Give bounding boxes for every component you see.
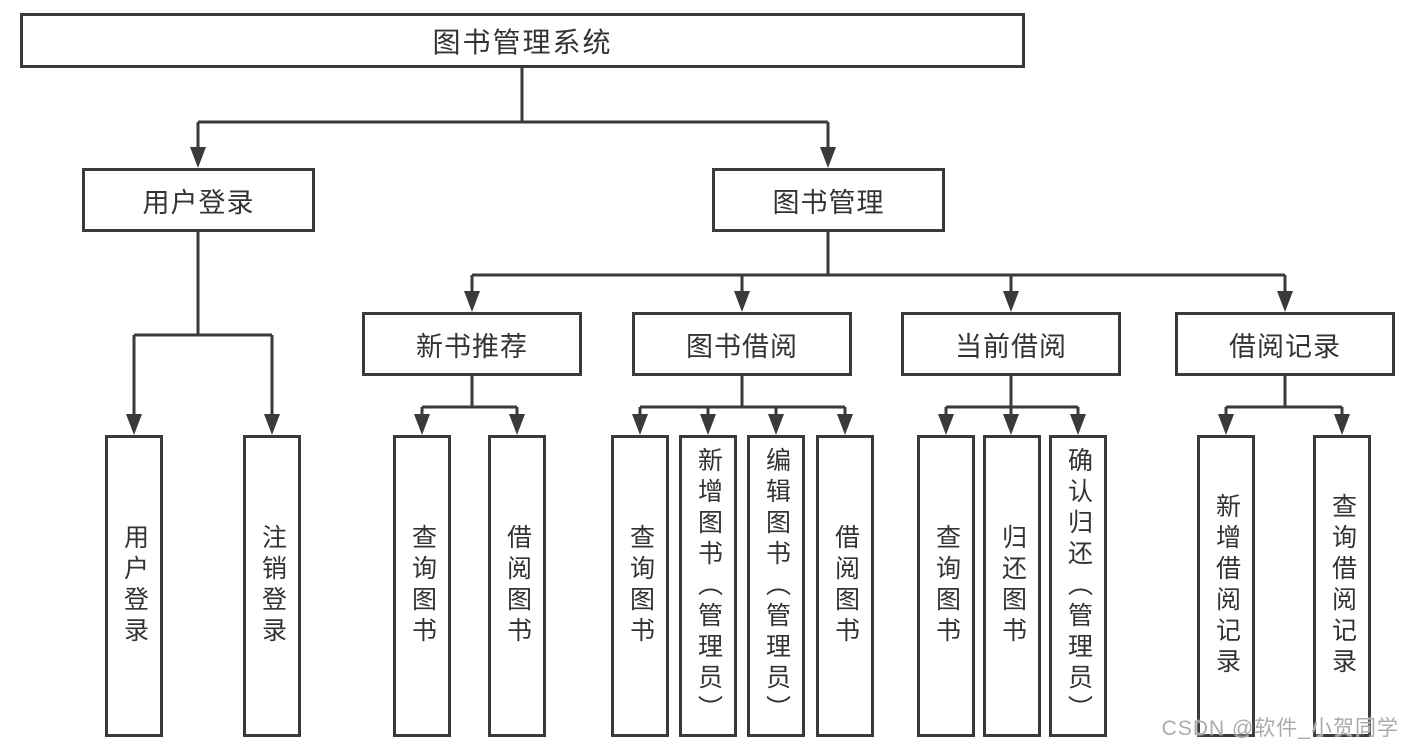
connector-new-book-children (414, 376, 525, 435)
node-current-borrow-label: 当前借阅 (955, 331, 1067, 362)
node-new-book-recommend: 新书推荐 (362, 312, 582, 376)
connector-root-to-branches (190, 68, 836, 168)
node-user-login: 用户登录 (82, 168, 315, 232)
node-leaf-edit-book-admin-label: 编辑图书（管理员） (762, 446, 791, 726)
node-leaf-logout-label: 注销登录 (258, 524, 287, 648)
node-new-book-recommend-label: 新书推荐 (416, 331, 528, 362)
node-leaf-add-book-admin: 新增图书（管理员） (679, 435, 737, 737)
node-leaf-logout: 注销登录 (243, 435, 301, 737)
node-leaf-add-borrow-record-label: 新增借阅记录 (1212, 493, 1241, 679)
connector-user-login-children (126, 232, 280, 435)
node-leaf-query-books-borrow: 查询图书 (611, 435, 669, 737)
node-root-label: 图书管理系统 (432, 26, 613, 58)
node-leaf-edit-book-admin: 编辑图书（管理员） (747, 435, 805, 737)
node-leaf-borrow-books-label: 借阅图书 (831, 524, 860, 648)
node-leaf-confirm-return-admin-label: 确认归还（管理员） (1064, 446, 1093, 726)
node-borrow-records-label: 借阅记录 (1229, 331, 1341, 362)
node-leaf-borrow-books-recommend: 借阅图书 (488, 435, 546, 737)
node-leaf-query-books-borrow-label: 查询图书 (626, 524, 655, 648)
csdn-watermark: CSDN @软件_小贺同学 (1161, 717, 1399, 740)
node-leaf-query-borrow-record: 查询借阅记录 (1313, 435, 1371, 737)
connector-borrow-record-children (1218, 376, 1350, 435)
node-user-login-label: 用户登录 (142, 187, 255, 218)
node-leaf-add-book-admin-label: 新增图书（管理员） (694, 446, 723, 726)
node-current-borrow: 当前借阅 (901, 312, 1121, 376)
node-leaf-borrow-books: 借阅图书 (816, 435, 874, 737)
node-book-borrow-label: 图书借阅 (686, 331, 798, 362)
node-book-management-label: 图书管理 (772, 187, 885, 218)
node-leaf-user-login-label: 用户登录 (120, 524, 149, 648)
node-leaf-query-borrow-record-label: 查询借阅记录 (1328, 493, 1357, 679)
node-leaf-return-books: 归还图书 (983, 435, 1041, 737)
node-leaf-return-books-label: 归还图书 (998, 524, 1027, 648)
connector-book-management-children (464, 232, 1293, 312)
node-leaf-query-books-recommend: 查询图书 (393, 435, 451, 737)
node-leaf-confirm-return-admin: 确认归还（管理员） (1049, 435, 1107, 737)
node-borrow-records: 借阅记录 (1175, 312, 1395, 376)
node-root: 图书管理系统 (20, 13, 1025, 68)
connector-current-borrow-children (938, 376, 1086, 435)
node-leaf-add-borrow-record: 新增借阅记录 (1197, 435, 1255, 737)
node-leaf-borrow-books-recommend-label: 借阅图书 (503, 524, 532, 648)
node-leaf-user-login: 用户登录 (105, 435, 163, 737)
node-book-borrow: 图书借阅 (632, 312, 852, 376)
node-leaf-query-books-current: 查询图书 (917, 435, 975, 737)
connector-book-borrow-children (632, 376, 853, 435)
node-leaf-query-books-current-label: 查询图书 (932, 524, 961, 648)
node-book-management: 图书管理 (712, 168, 945, 232)
node-leaf-query-books-recommend-label: 查询图书 (408, 524, 437, 648)
